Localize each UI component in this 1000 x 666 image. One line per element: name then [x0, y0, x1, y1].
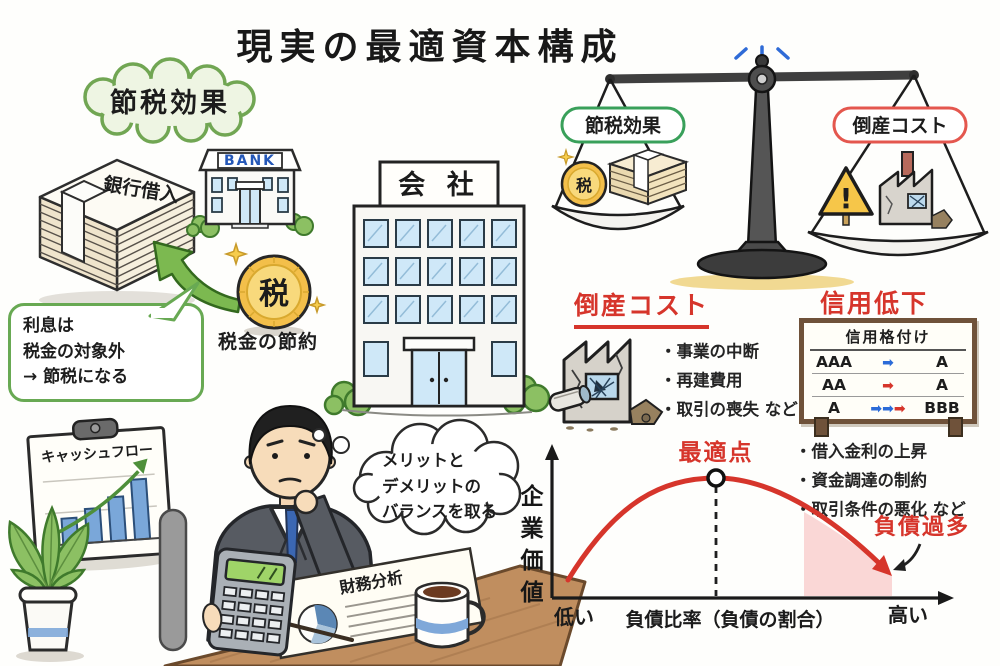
x-tick-high: 高い [888, 603, 928, 627]
page-title: 現実の最適資本構成 [236, 27, 624, 68]
tax-saving-arrow [152, 240, 242, 314]
pan-tax-coin: 税 [556, 147, 608, 208]
thought-dot [312, 428, 326, 442]
interest-speech-bubble: 利息は 税金の対象外 → 節税になる [8, 303, 204, 402]
thumb [202, 602, 223, 633]
rating-row: A ➡➡➡ BBB [812, 397, 964, 419]
growth-arrow [51, 470, 140, 537]
list-item: ・借入金利の上昇 [795, 442, 927, 461]
optimal-point-label: 最適点 [679, 439, 754, 466]
thought-line: メリットと [382, 451, 465, 470]
balance-scale: 税 ! [551, 45, 989, 290]
board-leg [948, 417, 963, 437]
thought-line: デメリットの [382, 476, 481, 496]
rating-board-title: 信用格付け [810, 323, 966, 351]
coin-kanji: 税 [259, 277, 289, 312]
excess-pointer-arrow [901, 543, 922, 568]
speech-line: 税金の対象外 [23, 341, 125, 362]
rating-to: A [936, 353, 948, 371]
left-pan [551, 204, 685, 231]
list-item: ・取引の喪失 など [660, 400, 798, 419]
blue-arrow-icon: ➡ [882, 355, 894, 371]
list-item: ・再建費用 [660, 371, 743, 390]
thought-line: バランスを取る [382, 502, 498, 522]
clipboard-title: キャッシュフロー [41, 442, 154, 466]
tax-coin: 税 [223, 241, 327, 336]
calculator [202, 547, 297, 657]
fallen-pipe [548, 384, 592, 412]
pen [278, 620, 354, 642]
y-axis-arrow [545, 444, 559, 460]
speech-bubble-tail [148, 281, 200, 322]
loan-stack: 銀行借入 [38, 158, 196, 309]
credit-title: 信用低下 [820, 289, 929, 318]
thought-bubble [352, 418, 522, 536]
credit-rating-board: 信用格付け AAA ➡ A AA ➡ A A ➡➡➡ BBB [799, 318, 977, 424]
tax-effect-label: 節税効果 [110, 87, 230, 119]
bank-sign: BANK [224, 153, 276, 169]
scale-right-label: 倒産コスト [851, 114, 947, 137]
pan-broken-factory [878, 151, 953, 229]
rating-from: AA [822, 376, 846, 394]
optimal-point-marker [706, 468, 726, 488]
sparkle-icon [223, 241, 327, 315]
thought-text: メリットと デメリットの バランスを取る [382, 448, 497, 525]
enterprise-value-chart: 最適点 負債過多 低い 負債比率（負債の割合） 高い [545, 439, 970, 631]
rating-row: AA ➡ A [812, 374, 964, 397]
thought-dot [332, 436, 350, 454]
scale-left-label: 節税効果 [585, 114, 661, 137]
company-building: 会 社 [323, 160, 551, 417]
curve-arrowhead [872, 555, 892, 576]
rating-from: AAA [816, 353, 852, 371]
rating-to: A [936, 376, 948, 394]
board-leg [814, 417, 829, 437]
credit-list: ・借入金利の上昇 ・資金調達の制約 ・取引条件の悪化 など [795, 438, 966, 525]
bank-building: BANK [186, 148, 314, 238]
pan-money-bundle [606, 148, 690, 206]
red-arrow-icon: ➡ [893, 401, 906, 417]
red-arrow-icon: ➡ [882, 378, 894, 394]
x-tick-low: 低い [553, 605, 594, 629]
x-axis-arrow [938, 591, 954, 605]
blue-arrow-icon: ➡ [870, 401, 883, 417]
list-item: ・資金調達の制約 [795, 471, 927, 490]
speech-line: → 節税になる [23, 367, 129, 387]
list-item: ・取引条件の悪化 など [795, 500, 966, 519]
scale-emphasis-marks [734, 45, 790, 60]
bankruptcy-title: 倒産コスト [574, 286, 710, 329]
right-pan [807, 230, 989, 257]
potted-plant [8, 504, 90, 662]
sparkle-icon [556, 147, 576, 167]
tax-effect-cloud: 節税効果 [83, 57, 256, 144]
chart-x-axis-label: 負債比率（負債の割合） [625, 608, 834, 631]
excess-debt-shading [804, 512, 892, 596]
coffee-mug [414, 581, 486, 649]
list-item: ・事業の中断 [660, 342, 759, 361]
bankruptcy-list: ・事業の中断 ・再建費用 ・取引の喪失 など [660, 338, 798, 425]
svg-text:!: ! [840, 182, 853, 215]
warning-sign-icon: ! [818, 166, 874, 226]
coin-caption: 税金の節約 [217, 331, 318, 353]
blue-arrow-icon: ➡ [882, 401, 894, 417]
svg-text:税: 税 [576, 176, 592, 195]
chart-y-axis-label: 企業価値 [516, 484, 542, 612]
rating-from: A [828, 399, 840, 417]
rating-row: AAA ➡ A [812, 351, 964, 374]
broken-factory [548, 338, 664, 432]
rating-to: BBB [924, 399, 960, 417]
excess-debt-label: 負債過多 [874, 514, 970, 540]
speech-line: 利息は [23, 316, 74, 336]
company-sign: 会 社 [398, 169, 479, 201]
